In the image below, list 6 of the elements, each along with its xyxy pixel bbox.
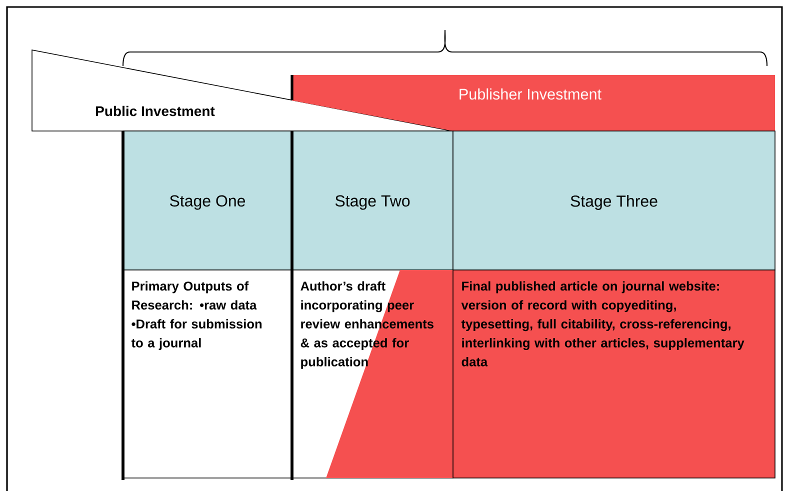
stage-header: Stage One — [122, 130, 292, 270]
stage-header: Stage Two — [290, 130, 454, 270]
investment-band: Publisher Investment — [290, 75, 775, 131]
investment-wedge: Public Investment — [32, 50, 452, 132]
stage-header: Stage Three — [452, 130, 776, 270]
description-cell: Primary Outputs of Research: •raw data •Draft for submission to a journal — [122, 270, 292, 480]
